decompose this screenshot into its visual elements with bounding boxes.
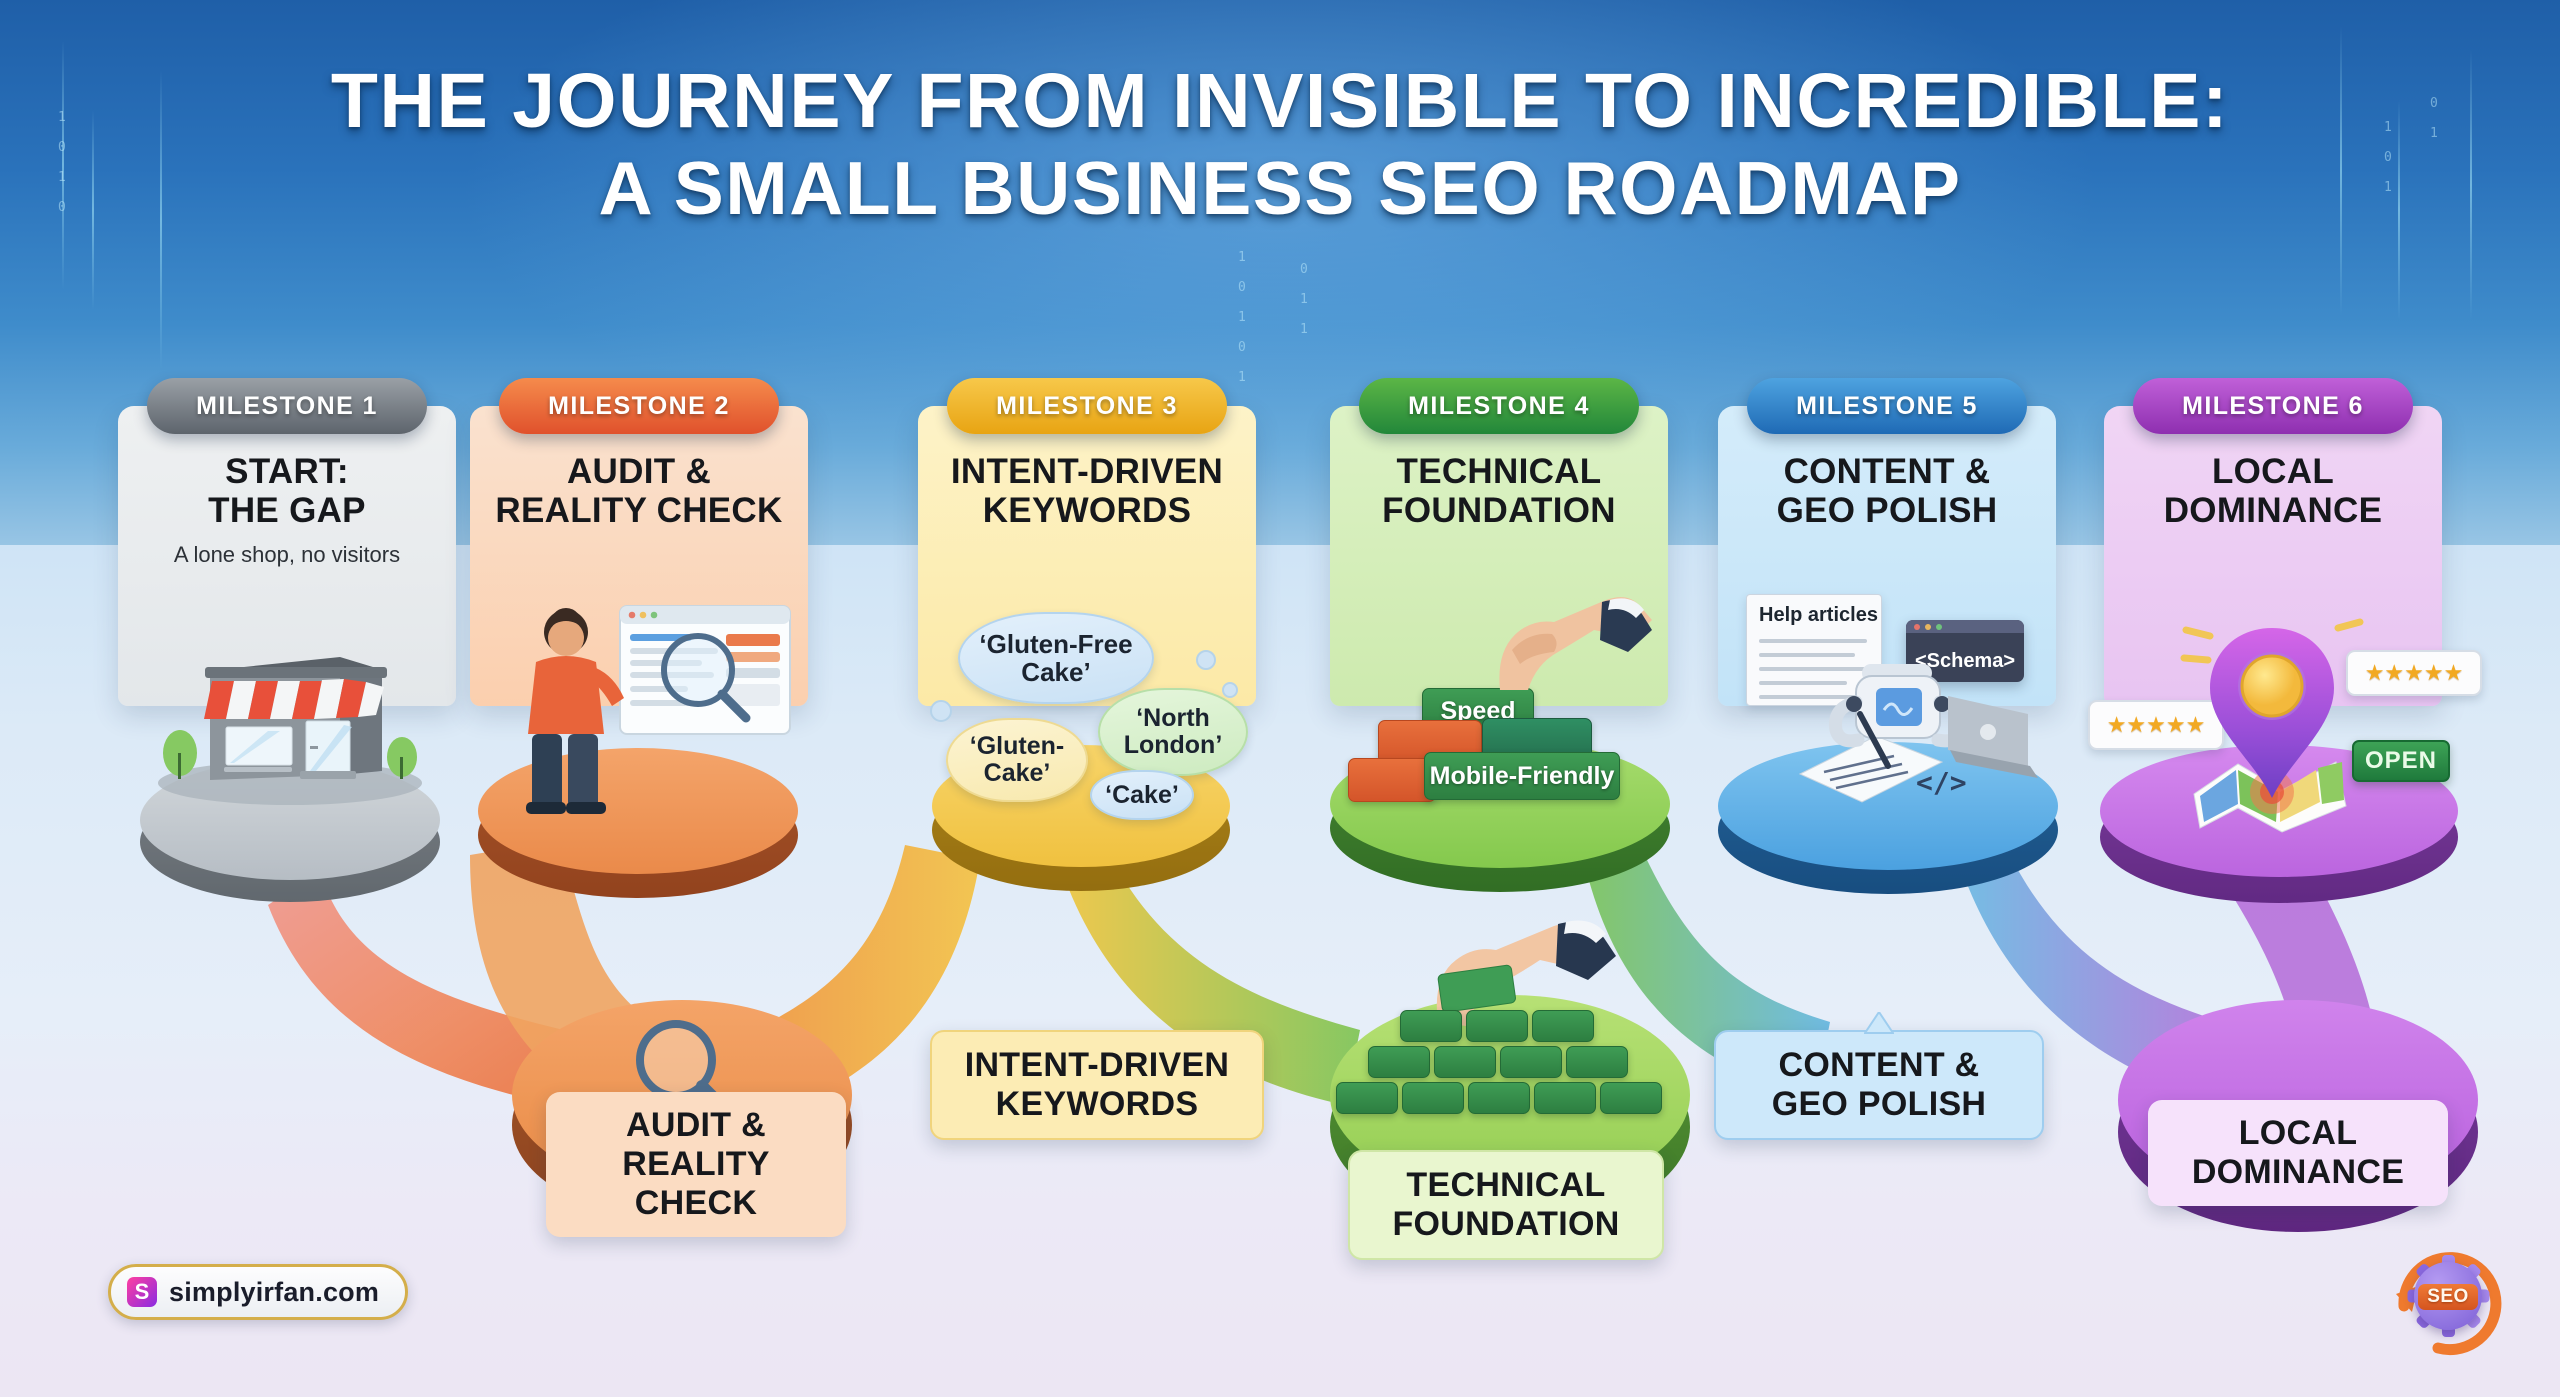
milestone-1-title-line-1: START: <box>225 452 349 491</box>
keyword-bubble-cake[interactable]: ‘Cake’ <box>1090 770 1194 820</box>
keyword-bubble-gluten-cake[interactable]: ‘Gluten-Cake’ <box>946 718 1088 802</box>
keyword-bubble-4-label: ‘Cake’ <box>1105 780 1179 809</box>
callout-4-line-2: FOUNDATION <box>1392 1205 1620 1244</box>
storefront-shop-illustration <box>150 615 430 805</box>
callout-5-line-1: CONTENT & <box>1778 1046 1980 1084</box>
callout-6-line-2: DOMINANCE <box>2191 1153 2405 1192</box>
callout-4-line-1: TECHNICAL <box>1406 1166 1606 1204</box>
map-pin-with-map <box>2176 612 2366 842</box>
title-line-2: A SMALL BUSINESS SEO ROADMAP <box>598 145 1962 230</box>
audit-person-illustration <box>502 590 802 820</box>
milestone-6-badge: MILESTONE 6 <box>2133 378 2413 434</box>
help-articles-paper: Help articles <box>1746 594 1882 706</box>
callout-3-line-2: KEYWORDS <box>995 1085 1199 1124</box>
schema-label: <Schema> <box>1914 649 2016 672</box>
tech-block-mobile-friendly: Mobile-Friendly <box>1424 752 1620 800</box>
milestone-1-body: START: THE GAP A lone shop, no visitors <box>118 406 456 706</box>
logo-text: simplyirfan.com <box>169 1276 380 1307</box>
keyword-bubble-3-label: ‘Gluten-Cake’ <box>969 732 1065 787</box>
milestone-6-title-line-1: LOCAL <box>2211 452 2335 491</box>
help-articles-label: Help articles <box>1759 604 1878 626</box>
milestone-3-title-line-1: INTENT-DRIVEN <box>950 452 1224 491</box>
logo-mark-icon: S <box>127 1277 157 1307</box>
milestone-1-badge: MILESTONE 1 <box>147 378 427 434</box>
milestone-1-subtitle: A lone shop, no visitors <box>173 542 401 568</box>
callout-2-line-2: REALITY CHECK <box>622 1145 770 1223</box>
milestone-4-title-line-1: TECHNICAL <box>1396 452 1602 491</box>
milestone-2-badge: MILESTONE 2 <box>499 378 779 434</box>
milestone-3-title-line-2: KEYWORDS <box>982 491 1192 531</box>
milestone-5-title-line-1: CONTENT & <box>1783 452 1991 491</box>
callout-local-dominance[interactable]: LOCAL DOMINANCE <box>2148 1100 2448 1207</box>
callout-3-line-1: INTENT-DRIVEN <box>964 1046 1230 1084</box>
callout-6-line-1: LOCAL <box>2238 1114 2358 1152</box>
robot-writing-illustration: </> <box>1790 662 2040 812</box>
milestone-card-1[interactable]: MILESTONE 1 START: THE GAP A lone shop, … <box>118 378 456 706</box>
callout-intent-driven-keywords[interactable]: INTENT-DRIVEN KEYWORDS <box>930 1030 1264 1141</box>
milestone-2-title-line-1: AUDIT & <box>566 452 712 491</box>
bubble-dot-small-1 <box>1196 650 1216 670</box>
site-logo[interactable]: S simplyirfan.com <box>108 1264 409 1320</box>
review-bubble-left: ★★★★★ <box>2088 700 2224 750</box>
milestone-1-title-line-2: THE GAP <box>208 491 366 531</box>
milestone-5-title-line-2: GEO POLISH <box>1776 491 1998 531</box>
callout-5-line-2: GEO POLISH <box>1771 1085 1987 1124</box>
seo-gear-badge: SEO <box>2396 1248 2502 1356</box>
milestone-4-body: TECHNICAL FOUNDATION <box>1330 406 1668 706</box>
review-stars-left: ★★★★★ <box>2106 712 2206 737</box>
callout-audit-reality-check[interactable]: AUDIT & REALITY CHECK <box>546 1092 846 1238</box>
title-line-1: THE JOURNEY FROM INVISIBLE TO INCREDIBLE… <box>330 58 2230 144</box>
milestone-6-title-line-2: DOMINANCE <box>2163 491 2383 531</box>
milestone-2-title-line-2: REALITY CHECK <box>495 491 783 531</box>
bubble-dot-small-3 <box>930 700 952 722</box>
milestone-4-badge: MILESTONE 4 <box>1359 378 1639 434</box>
seo-label: SEO <box>2418 1284 2478 1310</box>
milestone-card-4[interactable]: MILESTONE 4 TECHNICAL FOUNDATION <box>1330 378 1668 706</box>
tech-block-orange-2 <box>1348 758 1436 802</box>
review-stars-right: ★★★★★ <box>2364 660 2464 685</box>
callout-content-geo-polish[interactable]: CONTENT & GEO POLISH <box>1714 1012 2044 1141</box>
page-title: THE JOURNEY FROM INVISIBLE TO INCREDIBLE… <box>0 58 2560 231</box>
milestone-5-badge: MILESTONE 5 <box>1747 378 2027 434</box>
callout-2-line-1: AUDIT & <box>626 1106 766 1144</box>
callout-5-tail <box>1864 1012 1894 1034</box>
hand-placing-brick-icon-lower <box>1424 918 1624 1038</box>
review-bubble-right: ★★★★★ <box>2346 650 2482 696</box>
callout-technical-foundation[interactable]: TECHNICAL FOUNDATION <box>1348 1150 1664 1261</box>
open-sign: OPEN <box>2352 740 2450 782</box>
hand-placing-brick-icon-upper <box>1482 594 1652 704</box>
milestone-3-badge: MILESTONE 3 <box>947 378 1227 434</box>
svg-text:</>: </> <box>1916 766 1967 799</box>
milestone-4-title-line-2: FOUNDATION <box>1382 491 1616 531</box>
bubble-dot-small-2 <box>1222 682 1238 698</box>
